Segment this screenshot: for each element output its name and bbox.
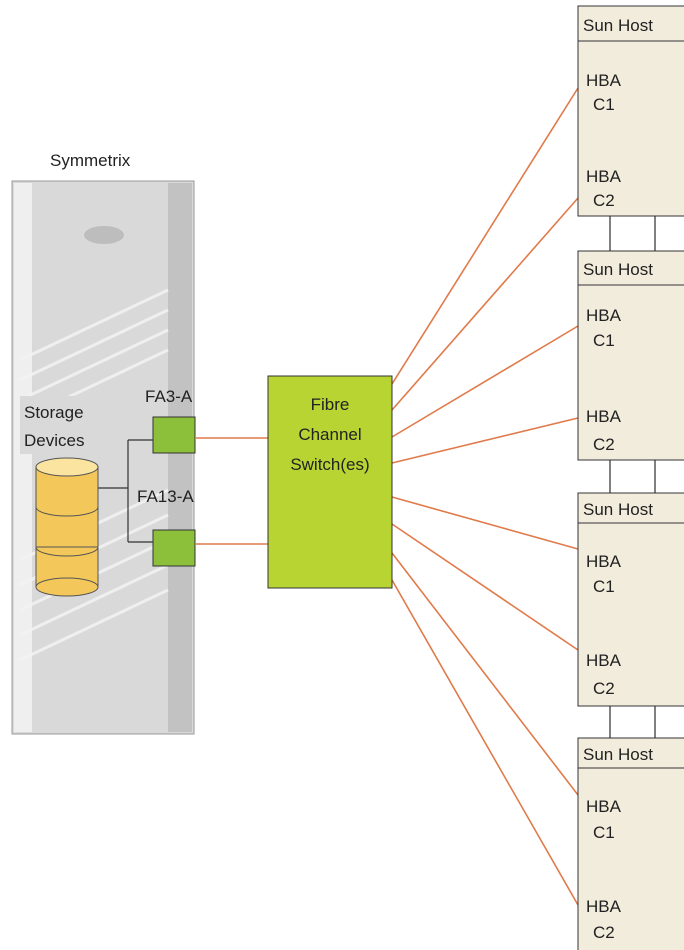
symmetrix-cabinet xyxy=(11,180,195,735)
switch-label-line2: Channel xyxy=(298,425,361,444)
switch-label-line3: Switch(es) xyxy=(290,455,369,474)
host-1-title: Sun Host xyxy=(583,16,653,35)
host-3-hba-2-label: HBA xyxy=(586,651,622,670)
host-3-port-c1: C1 xyxy=(593,577,615,596)
host-1-port-c2: C2 xyxy=(593,191,615,210)
port-fa3-a xyxy=(152,416,196,454)
host-2-hba-2-label: HBA xyxy=(586,407,622,426)
sun-host-3: Sun Host HBA C1 HBA C2 xyxy=(577,492,684,707)
host-1-hba-2-label: HBA xyxy=(586,167,622,186)
sun-host-4: Sun Host HBA C1 HBA C2 xyxy=(577,737,684,950)
storage-label-line1: Storage xyxy=(24,403,84,422)
sun-host-2: Sun Host HBA C1 HBA C2 xyxy=(577,250,684,461)
host-3-title: Sun Host xyxy=(583,500,653,519)
switch-host-links xyxy=(391,87,579,906)
fibre-channel-switch: Fibre Channel Switch(es) xyxy=(267,375,393,589)
port-switch-links xyxy=(195,437,268,545)
sun-host-1: Sun Host HBA C1 HBA C2 xyxy=(577,5,684,217)
storage-label-bg xyxy=(20,396,116,454)
indicator-light-icon xyxy=(84,226,124,244)
host-4-title: Sun Host xyxy=(583,745,653,764)
host-2-port-c2: C2 xyxy=(593,435,615,454)
host-4-port-c1: C1 xyxy=(593,823,615,842)
host-1-hba-1-label: HBA xyxy=(586,71,622,90)
host-1-port-c1: C1 xyxy=(593,95,615,114)
storage-disk-stack-icon xyxy=(35,457,99,597)
symmetrix-title: Symmetrix xyxy=(50,151,131,170)
host-3-hba-1-label: HBA xyxy=(586,552,622,571)
host-2-hba-1-label: HBA xyxy=(586,306,622,325)
host-4-hba-1-label: HBA xyxy=(586,797,622,816)
host-connectors xyxy=(609,216,656,738)
host-2-port-c1: C1 xyxy=(593,331,615,350)
port-fa13-a xyxy=(152,529,196,567)
host-4-port-c2: C2 xyxy=(593,923,615,942)
internal-wiring xyxy=(98,439,153,543)
switch-label-line1: Fibre xyxy=(311,395,350,414)
host-3-port-c2: C2 xyxy=(593,679,615,698)
host-2-title: Sun Host xyxy=(583,260,653,279)
host-4-hba-2-label: HBA xyxy=(586,897,622,916)
port-label-fa13-a: FA13-A xyxy=(137,487,194,506)
port-label-fa3-a: FA3-A xyxy=(145,387,193,406)
storage-label-line2: Devices xyxy=(24,431,84,450)
